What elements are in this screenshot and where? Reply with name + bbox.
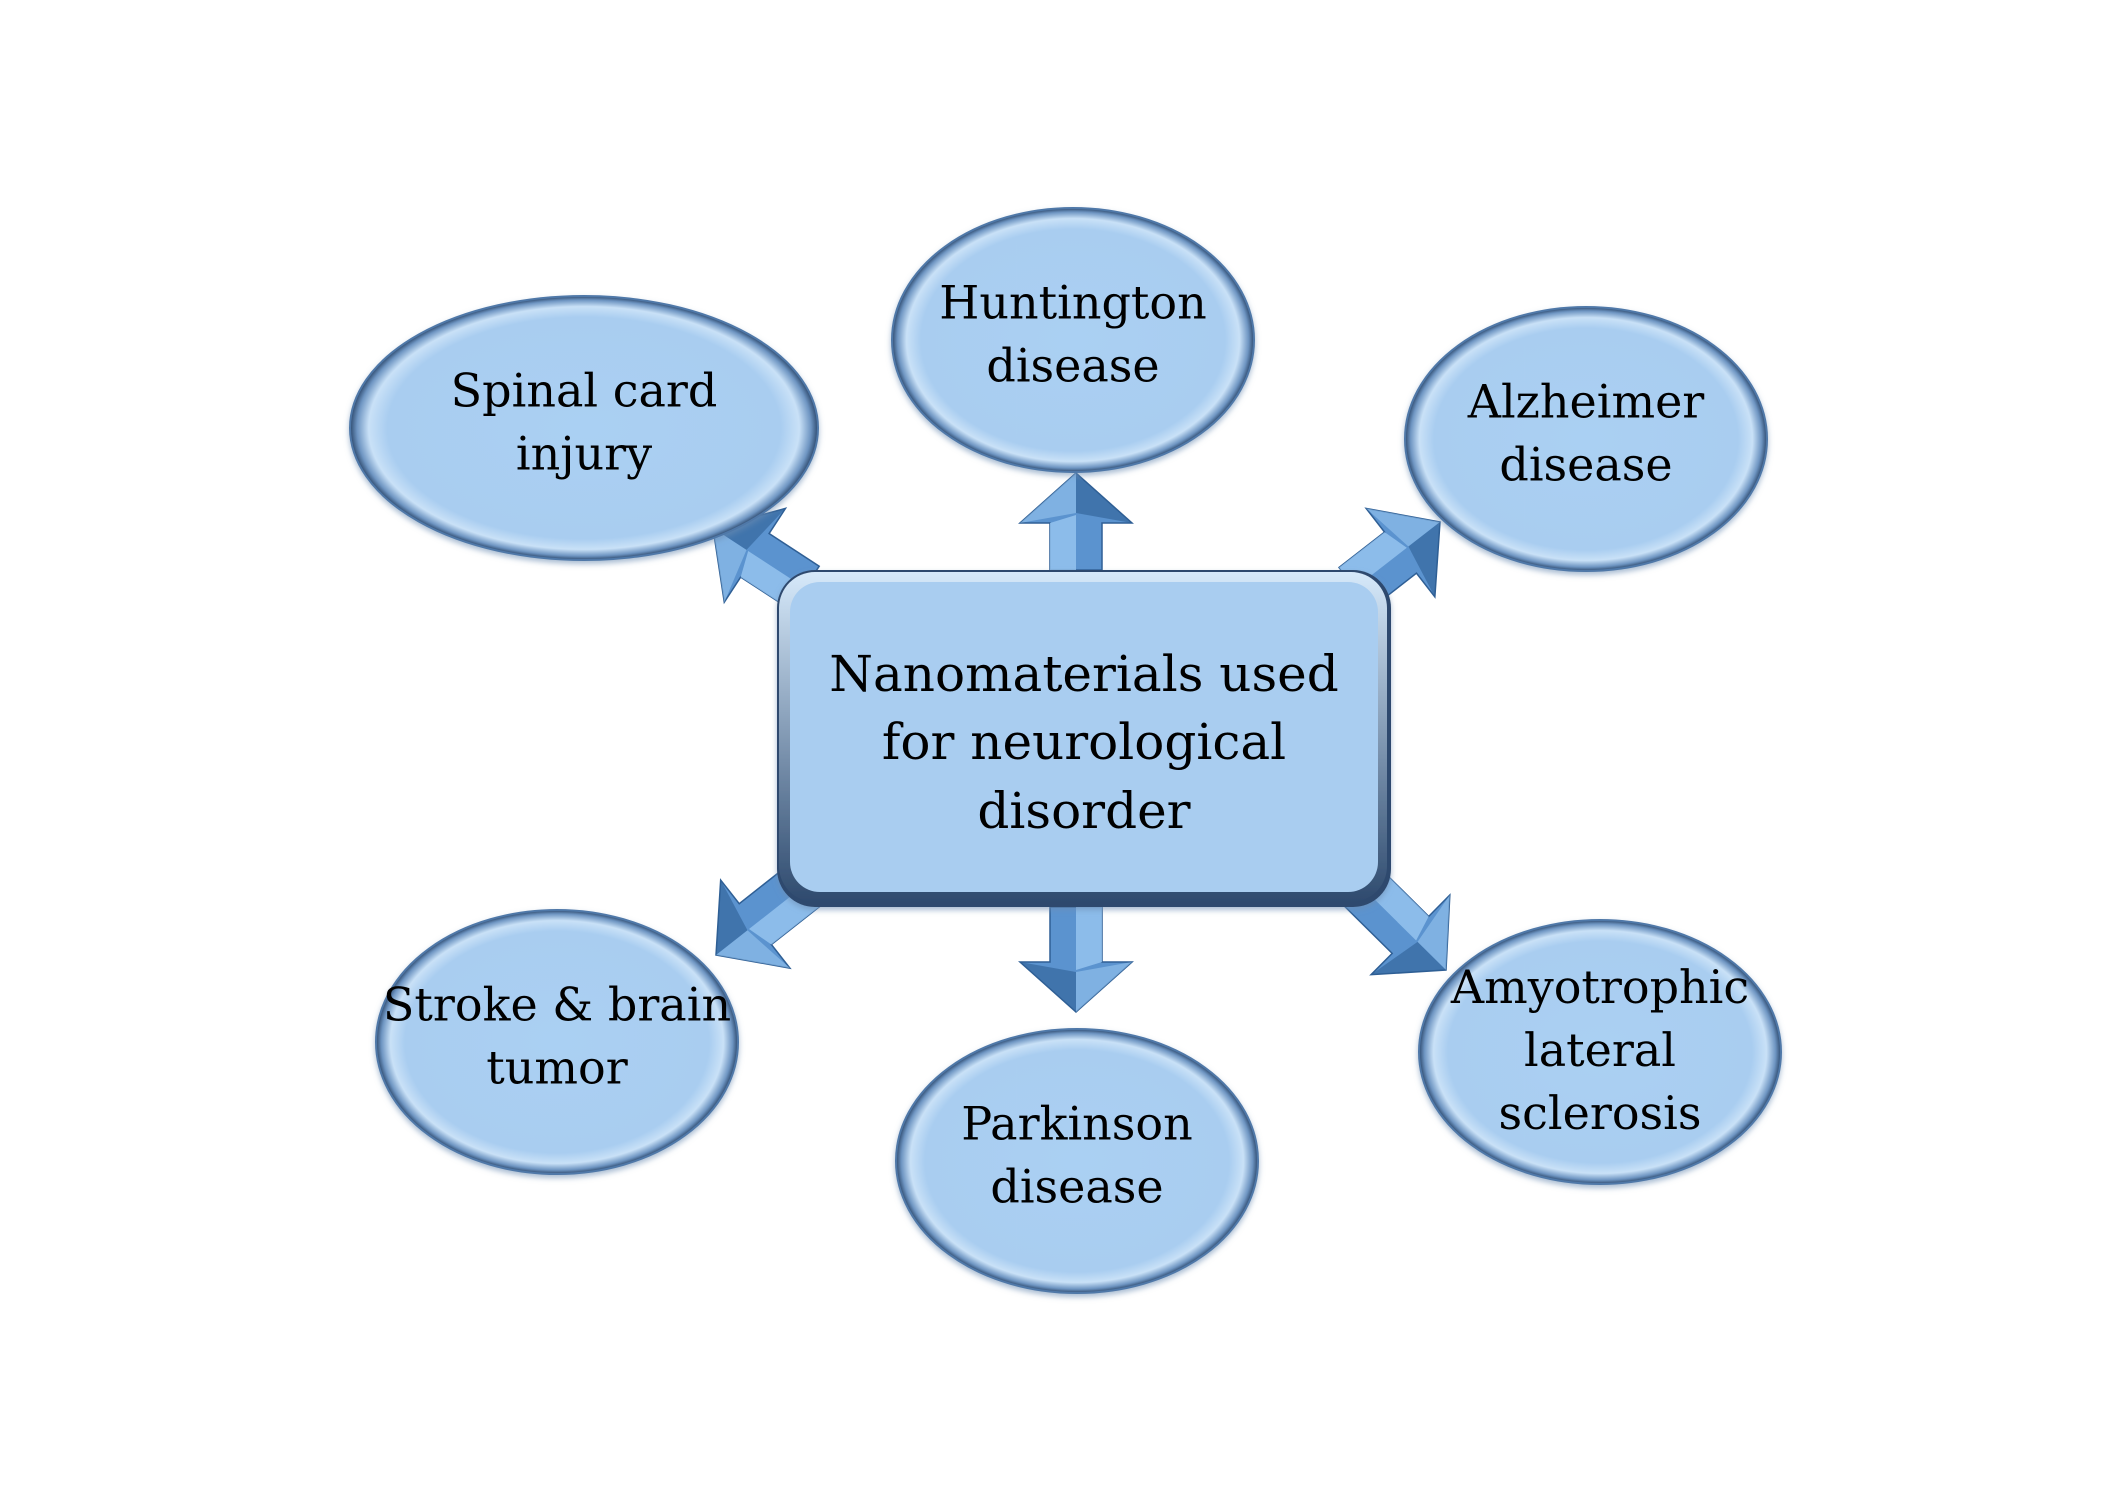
center-box: Nanomaterials used for neurological diso…	[777, 570, 1391, 907]
node-huntington-disease: Huntington disease	[891, 207, 1255, 473]
center-label-line-3: disorder	[977, 782, 1190, 840]
node-label-line: tumor	[486, 1041, 627, 1095]
node-stroke-brain-tumor: Stroke & brain tumor	[375, 909, 739, 1175]
center-label-line-1: Nanomaterials used	[829, 645, 1338, 703]
node-label-line: Spinal card	[451, 364, 718, 418]
node-ellipse	[375, 909, 739, 1175]
node-ellipse	[891, 207, 1255, 473]
node-label-line: disease	[1499, 438, 1672, 492]
node-label-line: lateral	[1524, 1023, 1676, 1077]
node-label-line: Parkinson	[961, 1097, 1192, 1151]
node-label-line: injury	[516, 427, 652, 481]
arrow-to-parkinson-disease	[1018, 906, 1134, 1014]
node-ellipse	[895, 1028, 1259, 1294]
node-label-line: disease	[986, 339, 1159, 393]
node-label-line: Amyotrophic	[1450, 960, 1749, 1014]
node-label-line: disease	[990, 1160, 1163, 1214]
node-label-line: Stroke & brain	[383, 978, 731, 1032]
node-spinal-cord-injury: Spinal card injury	[349, 295, 819, 561]
node-alzheimer-disease: Alzheimer disease	[1404, 306, 1768, 572]
node-label-line: sclerosis	[1499, 1086, 1702, 1140]
arrow-to-huntington-disease	[1018, 471, 1134, 571]
center-label-line-2: for neurological	[882, 713, 1286, 771]
node-label-line: Huntington	[939, 276, 1206, 330]
node-amyotrophic-lateral-sclerosis: Amyotrophic lateral sclerosis	[1418, 919, 1782, 1185]
node-ellipse	[1404, 306, 1768, 572]
node-ellipse	[1418, 919, 1782, 1185]
node-label-line: Alzheimer	[1467, 375, 1705, 429]
disorder-nodes: Spinal cardinjuryHuntingtondiseaseAlzhei…	[349, 207, 1782, 1294]
node-parkinson-disease: Parkinson disease	[895, 1028, 1259, 1294]
node-ellipse	[349, 295, 819, 561]
